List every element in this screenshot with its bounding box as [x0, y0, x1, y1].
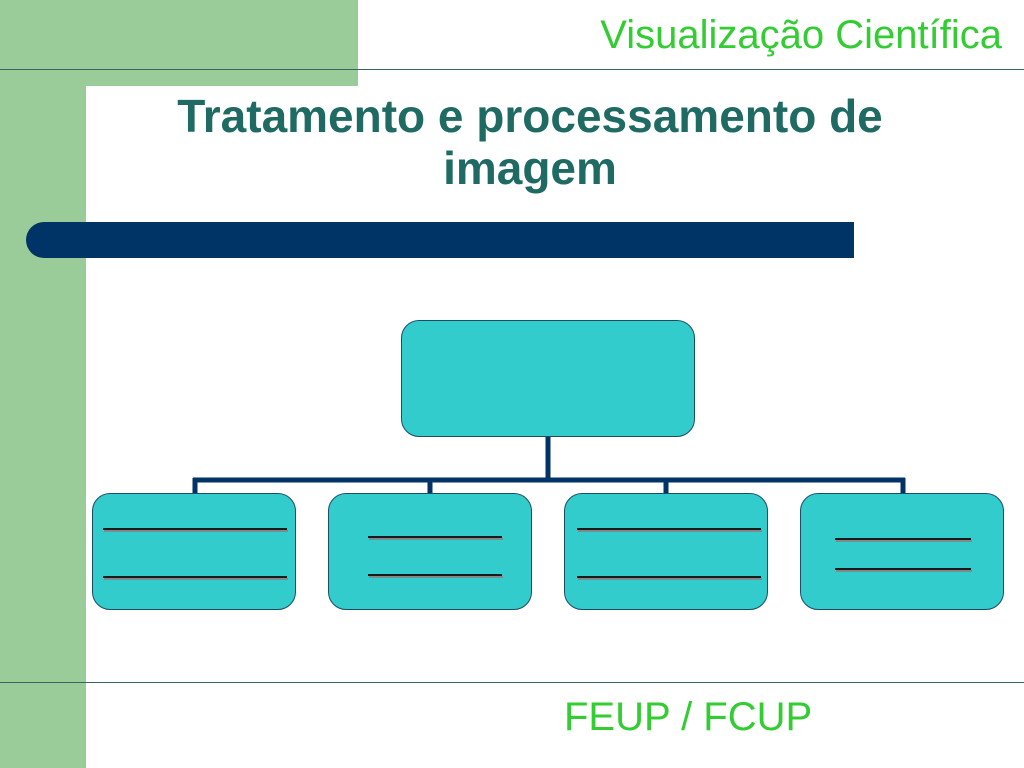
root-node	[401, 320, 695, 437]
child-node-2	[328, 493, 532, 610]
slide-title: Tratamento e processamento de imagem	[177, 90, 883, 194]
top-green-block	[86, 0, 358, 86]
title-underline-bar	[26, 222, 854, 258]
child-node-1	[92, 493, 296, 610]
footer-institution: FEUP / FCUP	[564, 695, 813, 739]
child-node-3-line-2	[577, 576, 761, 578]
child-node-4	[800, 493, 1004, 610]
child-node-1-line-1	[103, 528, 287, 530]
child-node-3-line-1	[577, 528, 761, 530]
child-node-4-line-2	[835, 568, 971, 570]
content-corner	[86, 86, 166, 166]
child-node-2-line-2	[368, 574, 502, 576]
child-node-2-line-1	[368, 536, 502, 538]
child-node-4-line-1	[835, 538, 971, 540]
footer-rule	[0, 682, 1024, 683]
child-node-3	[564, 493, 768, 610]
header-rule	[0, 69, 1024, 70]
course-title: Visualização Científica	[600, 13, 1002, 57]
child-node-1-line-2	[103, 576, 287, 578]
left-green-strip	[0, 0, 86, 768]
